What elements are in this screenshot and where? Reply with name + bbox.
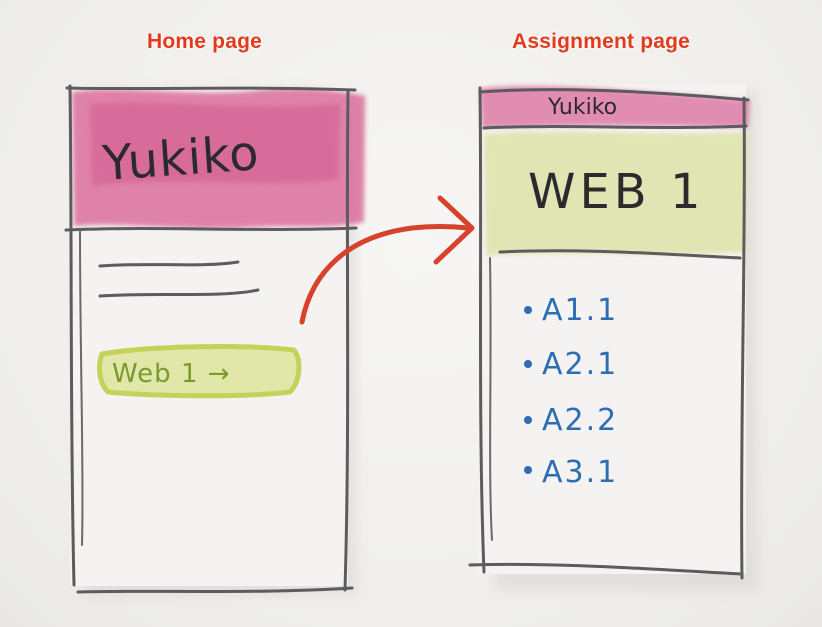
home-header-name: Yukiko	[100, 125, 261, 192]
assignment-item[interactable]: A1.1	[524, 293, 618, 328]
assignment-course-background	[484, 131, 748, 256]
web1-link-button[interactable]: Web 1 →	[97, 344, 302, 399]
assignment-item[interactable]: A2.1	[524, 347, 618, 382]
bullet-icon	[524, 416, 532, 424]
home-text-line-2	[98, 288, 260, 298]
assignment-item-label: A1.1	[542, 293, 618, 328]
navigation-arrow	[299, 195, 475, 325]
assignment-item-label: A2.2	[542, 403, 618, 438]
bullet-icon	[524, 466, 532, 474]
assignment-item-label: A2.1	[542, 347, 618, 382]
assignment-item[interactable]: A3.1	[524, 455, 618, 490]
assignment-page-wireframe: Yukiko WEB 1 A1.1 A2.1 A2.2	[468, 84, 757, 590]
assignment-item[interactable]: A2.2	[524, 403, 618, 438]
assignment-header-name: Yukiko	[547, 95, 617, 120]
bullet-icon	[524, 306, 532, 314]
assignment-list: A1.1 A2.1 A2.2 A3.1	[524, 293, 618, 490]
home-text-line-1	[98, 260, 240, 268]
web1-link-label: Web 1 →	[112, 359, 231, 389]
bullet-icon	[524, 360, 532, 368]
home-page-wireframe: Yukiko Web 1 →	[64, 84, 365, 595]
assignment-item-label: A3.1	[542, 455, 618, 490]
assignment-course-title: WEB 1	[528, 164, 705, 220]
home-page-title: Home page	[147, 30, 262, 53]
assignment-page-title: Assignment page	[512, 30, 691, 53]
assignment-header-background	[480, 85, 750, 128]
